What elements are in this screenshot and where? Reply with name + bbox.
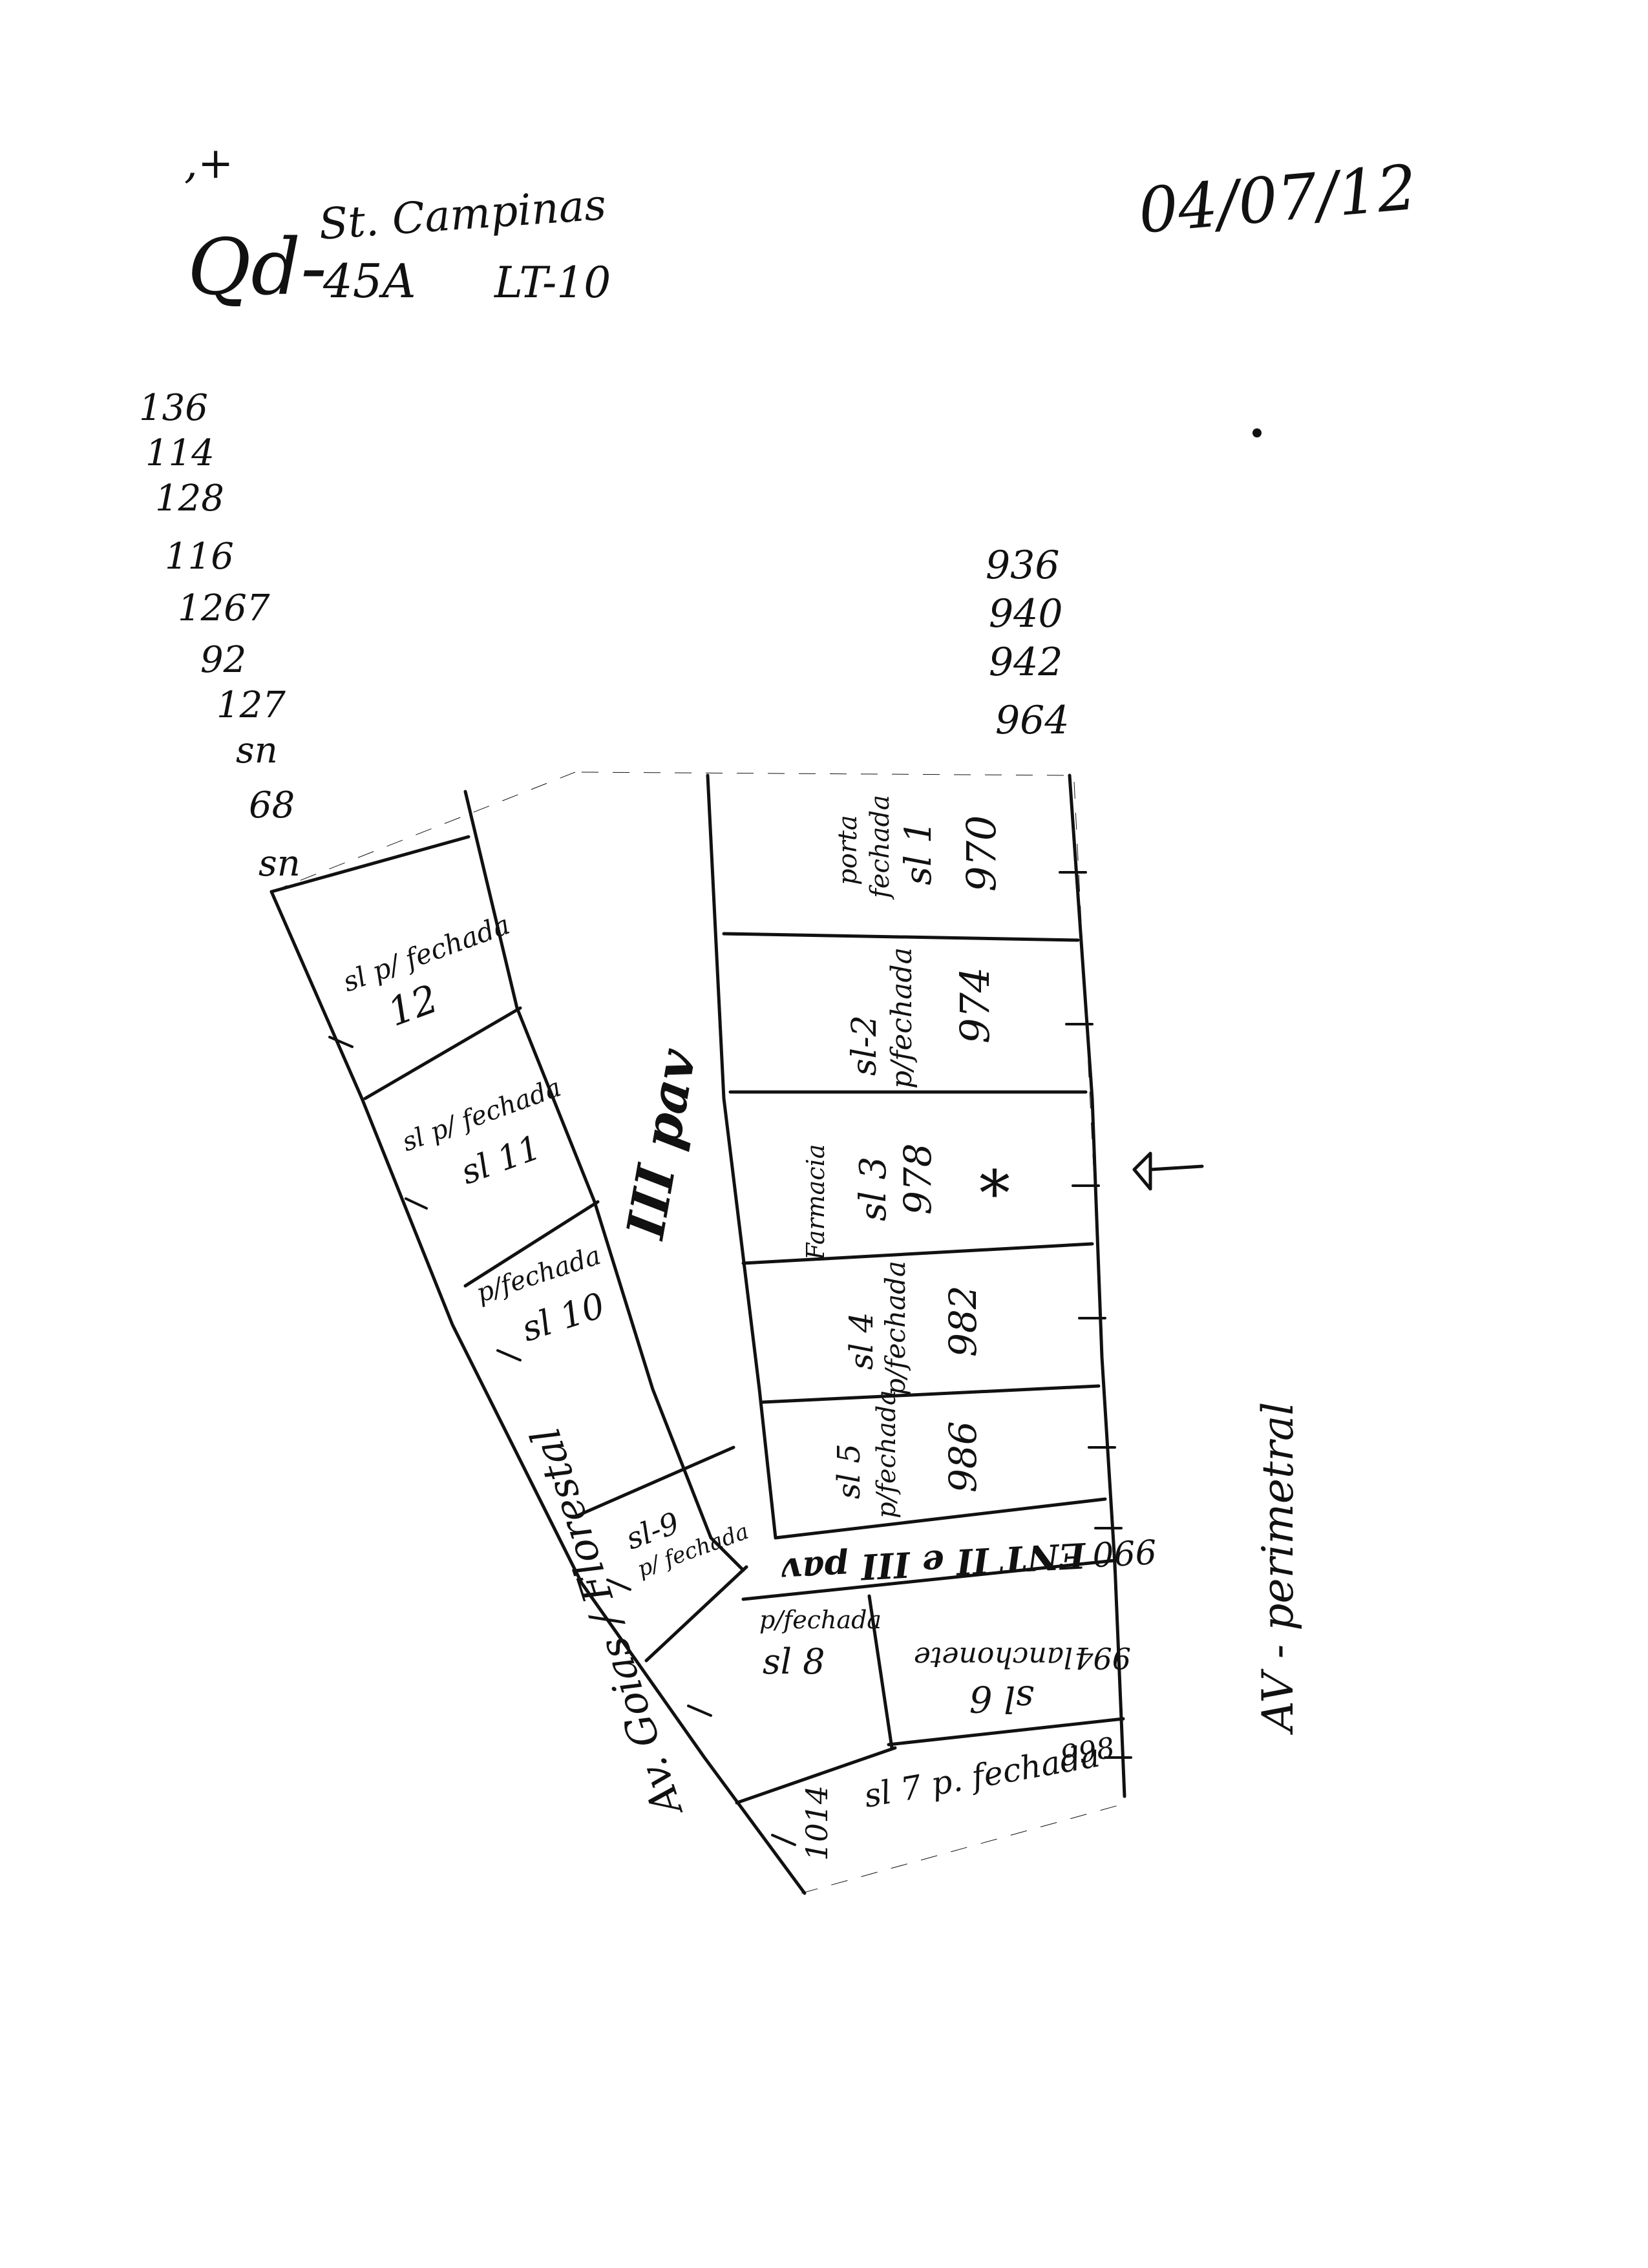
divider-sl4-sl5 [761,1384,1101,1404]
left-number: sn [236,730,278,772]
unit-sl4: sl 4 p/fechada 982 [843,1261,985,1396]
left-number: sn [259,843,301,885]
unit-sl3: Farmacia sl 3 978 [801,1143,940,1261]
unit-note: p/fechada [880,1261,911,1396]
unit-number: 970 [958,815,1005,892]
entrance-label: ENT II e III pav [780,1535,1088,1592]
corridor-label: III pav [615,1044,708,1244]
unit-label: sl 3 [852,1157,894,1221]
unit-note: p/fechada [759,1606,882,1634]
floor-plan [269,772,1132,1895]
unit-sl1: porta fechada sl 1 970 [833,795,1005,900]
unit-sl9: sl-9 p/ fechada [621,1505,752,1582]
unit-label: sl 8 [763,1641,825,1682]
unit-sl2: sl-2 p/fechada 974 [845,947,998,1089]
entrance-row: ENT II e III pav 990 [780,1531,1157,1591]
divider-ent-sl6 [741,1559,1117,1601]
unit-number: 974 [951,967,998,1044]
divider-sl5-ent [774,1497,1107,1540]
street-left-label: Av. Goias / Florestal [522,1422,692,1824]
tick-mark [1059,871,1132,1759]
right-column-inner-edge [706,773,777,1540]
unit-number: 994 [1074,1641,1131,1675]
left-number-column: 136 114 128 116 1267 92 127 sn 68 sn [139,387,301,885]
right-number: 964 [995,698,1070,743]
divider-sl6-sl7 [887,1717,1125,1747]
ink-dot [1252,428,1262,437]
left-number: 127 [217,684,286,726]
unit-label: sl 11 [456,1128,546,1192]
unit-note: p/fechada [872,1390,902,1518]
star-mark: * [979,1157,1010,1230]
left-strip-outer-edge [269,890,807,1895]
unit-number: 978 [896,1143,940,1215]
divider-sl8-sl6 [867,1594,894,1750]
left-strip-top [269,835,470,894]
divider-10-9 [576,1445,735,1517]
outer-frame-top-right [581,772,1070,776]
street-label: St. Campinas [317,180,608,249]
unit-side-number: 1014 [799,1785,834,1861]
arrow-icon [1132,1151,1204,1191]
unit-sl10: p/fechada sl 10 [473,1241,610,1350]
unit-note: lanchonete [914,1641,1073,1674]
right-number: 942 [989,640,1063,685]
unit-label: sl 1 [898,821,940,885]
unit-label: 12 [382,976,444,1036]
left-number: 114 [145,432,215,474]
divider-12-11 [363,1006,522,1100]
date: 04/07/12 [1136,151,1419,247]
unit-sl6: sl 6 lanchonete 994 [914,1641,1131,1719]
corner-mark: ,+ [184,138,233,188]
unit-note: porta [833,815,863,885]
unit-sl11: sl p/ fechada sl 11 [398,1073,565,1192]
right-number-column: 936 940 942 964 [986,543,1070,743]
unit-number: 998 [1058,1731,1117,1773]
left-number: 136 [139,387,208,429]
tick-mark [328,1036,796,1846]
unit-label: sl 4 [843,1312,880,1370]
unit-label: sl-2 [845,1015,884,1076]
outer-frame-bottom [801,1802,1128,1894]
left-number: 116 [165,536,234,578]
unit-number: 982 [941,1285,985,1357]
unit-sl8: p/fechada sl 8 [759,1606,882,1682]
unit-note: sl p/ fechada [398,1073,565,1157]
left-number: 92 [200,639,246,681]
unit-note: fechada [865,795,895,900]
unit-note: Farmacia [801,1144,830,1261]
divider-11-10 [463,1200,600,1288]
right-column-outer-edge [1068,773,1126,1798]
unit-sl12: sl p/ fechada 12 [339,908,514,1036]
unit-number: 986 [941,1421,985,1493]
unit-label: sl 6 [969,1677,1034,1719]
divider-8-7 [735,1746,897,1805]
divider-sl3-sl4 [741,1242,1094,1265]
street-right-label: AV - perimetral [1253,1402,1303,1736]
qd-label: Qd- [187,223,327,313]
unit-note: p/fechada [885,947,918,1089]
right-number: 940 [989,591,1063,636]
entrance-number: 990 [1092,1531,1157,1573]
right-number: 936 [986,543,1060,588]
block-label: 45A [322,254,416,308]
unit-label: sl 5 [831,1444,867,1499]
left-number: 68 [249,784,295,826]
divider-sl1-sl2 [722,932,1080,942]
left-strip-inner-edge [463,790,745,1572]
left-number: 1267 [178,587,270,629]
unit-label: sl 10 [517,1285,610,1349]
divider-9-8 [644,1565,748,1663]
left-number: 128 [155,478,224,520]
lot-label: LT-10 [494,258,611,308]
unit-sl5: sl 5 p/fechada 986 [831,1390,985,1518]
outer-frame-top-left [271,772,576,892]
